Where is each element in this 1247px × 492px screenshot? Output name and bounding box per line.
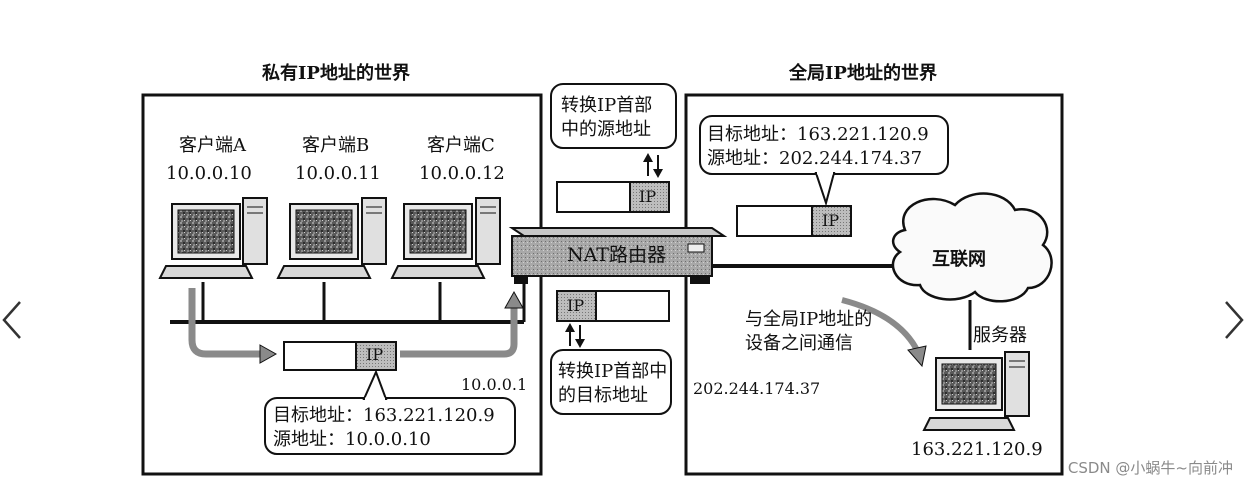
packet-router-bottom-ip-label: IP <box>567 296 585 315</box>
callout-convert-dest-line2: 的目标地址 <box>558 385 648 406</box>
callout-left-address-box <box>264 369 516 455</box>
callout-right-src: 源地址：202.244.174.37 <box>707 148 923 169</box>
router-label: NAT路由器 <box>567 244 666 266</box>
packet-right <box>736 205 852 237</box>
callout-right-dest: 目标地址：163.221.120.9 <box>707 124 929 145</box>
global-comm-line2: 设备之间通信 <box>745 333 853 354</box>
client-b-ip: 10.0.0.11 <box>295 163 381 184</box>
client-b-computer <box>276 197 387 279</box>
packet-router-bottom <box>556 290 670 322</box>
packet-left-ip-label: IP <box>366 345 384 364</box>
chevron-left-icon[interactable] <box>2 301 21 339</box>
callout-left-dest: 目标地址：163.221.120.9 <box>273 405 495 426</box>
packet-left <box>283 341 397 371</box>
global-world-title: 全局IP地址的世界 <box>789 63 937 84</box>
callout-left-src: 源地址：10.0.0.10 <box>273 429 431 450</box>
packet-right-ip-label: IP <box>822 211 840 230</box>
client-a-computer <box>158 197 268 279</box>
flow-arrow-global <box>841 297 921 354</box>
router-inside-ip: 10.0.0.1 <box>461 375 528 394</box>
client-a-ip: 10.0.0.10 <box>166 163 252 184</box>
convert-arrows-top <box>643 153 663 178</box>
server-label: 服务器 <box>973 325 1027 346</box>
flow-arrow-head-1 <box>259 344 278 364</box>
flow-arrow-outgoing <box>188 288 262 358</box>
flow-arrow-head-2 <box>504 290 524 309</box>
watermark: CSDN @小蜗牛~向前冲 <box>1067 459 1233 477</box>
client-c-ip: 10.0.0.12 <box>419 163 505 184</box>
packet-router-top <box>556 181 670 213</box>
chevron-right-icon[interactable] <box>1225 301 1244 339</box>
packet-router-top-ip-label: IP <box>639 187 657 206</box>
convert-arrows-bottom <box>565 323 585 348</box>
client-b-name: 客户端B <box>302 135 370 156</box>
global-world-frame <box>684 93 1064 476</box>
client-c-computer <box>390 197 501 279</box>
callout-convert-source-line1: 转换IP首部 <box>561 95 653 116</box>
nat-router <box>508 227 728 284</box>
flow-arrow-head-3 <box>907 345 927 368</box>
callout-right-address-box <box>699 115 949 207</box>
client-c-name: 客户端C <box>427 135 495 156</box>
callout-convert-source-line2: 中的源地址 <box>561 119 651 140</box>
callout-convert-dest-box <box>550 349 672 415</box>
callout-convert-source-box <box>550 83 677 149</box>
callout-convert-dest-line1: 转换IP首部中 <box>558 361 668 382</box>
internet-cloud <box>891 192 1053 303</box>
private-world-title: 私有IP地址的世界 <box>262 63 410 84</box>
flow-arrow-to-router <box>400 306 518 358</box>
global-comm-line1: 与全局IP地址的 <box>745 309 873 330</box>
server-computer <box>922 351 1030 431</box>
client-a-name: 客户端A <box>179 135 246 156</box>
internet-label: 互联网 <box>932 249 986 270</box>
private-world-frame <box>141 93 543 476</box>
router-outside-ip: 202.244.174.37 <box>693 379 821 398</box>
server-ip: 163.221.120.9 <box>911 439 1043 460</box>
